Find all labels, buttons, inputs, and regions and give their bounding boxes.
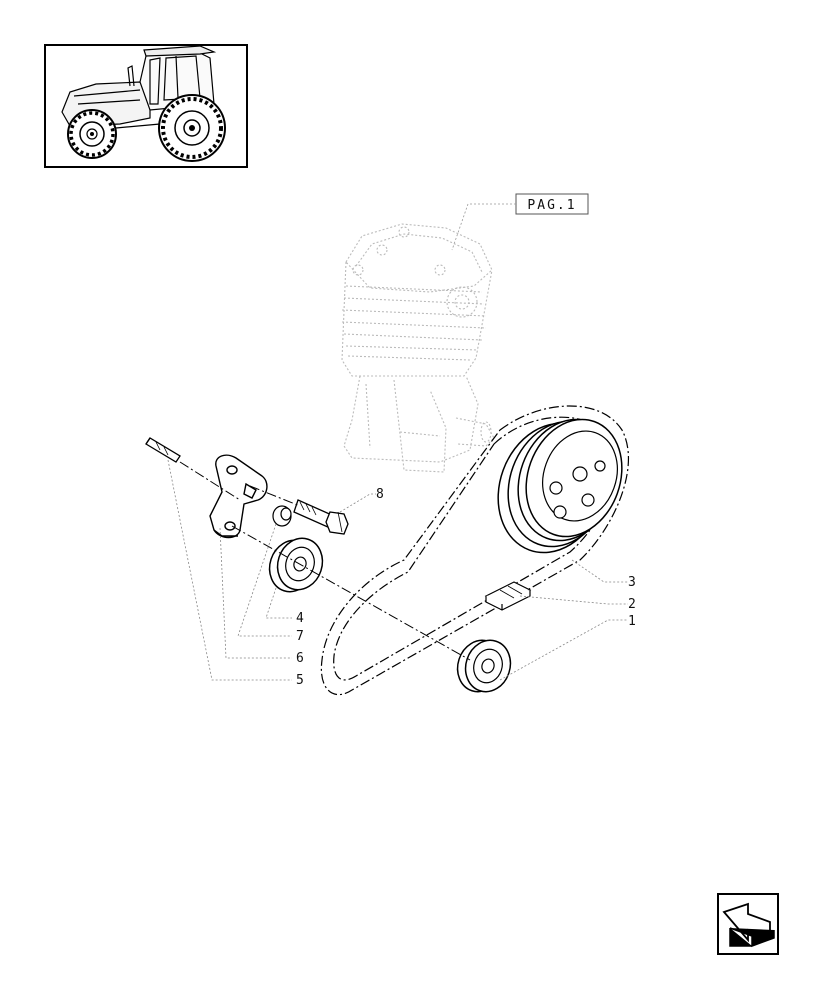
callout-6: 6: [296, 651, 304, 666]
front-wheel: [67, 109, 117, 159]
callout-4: 4: [296, 611, 304, 626]
tractor-thumbnail-icon[interactable]: [44, 44, 248, 168]
air-compressor-ghost: [341, 223, 495, 473]
callout-labels: 1 2 3 4 5 6 7 8: [296, 487, 636, 688]
callout-7: 7: [296, 629, 304, 644]
callout-2: 2: [628, 597, 636, 612]
leader-lines: [167, 459, 628, 681]
drive-belt: [320, 405, 630, 696]
page-reference[interactable]: PAG.1: [451, 193, 589, 251]
next-page-arrow-icon[interactable]: [717, 893, 779, 955]
page-reference-label: PAG.1: [527, 198, 576, 213]
bolt: [293, 499, 349, 535]
rear-wheel: [158, 94, 226, 162]
key: [484, 581, 532, 611]
tensioner-bracket: [209, 454, 268, 539]
spacer: [272, 505, 292, 527]
pulley: [497, 418, 623, 554]
bearing-upper: [268, 537, 324, 593]
callout-3: 3: [628, 575, 636, 590]
bearing-lower: [456, 639, 512, 693]
callout-1: 1: [628, 614, 636, 629]
pin: [145, 437, 181, 463]
callout-8: 8: [376, 487, 384, 502]
callout-5: 5: [296, 673, 304, 688]
assembly-axes: [179, 461, 471, 661]
